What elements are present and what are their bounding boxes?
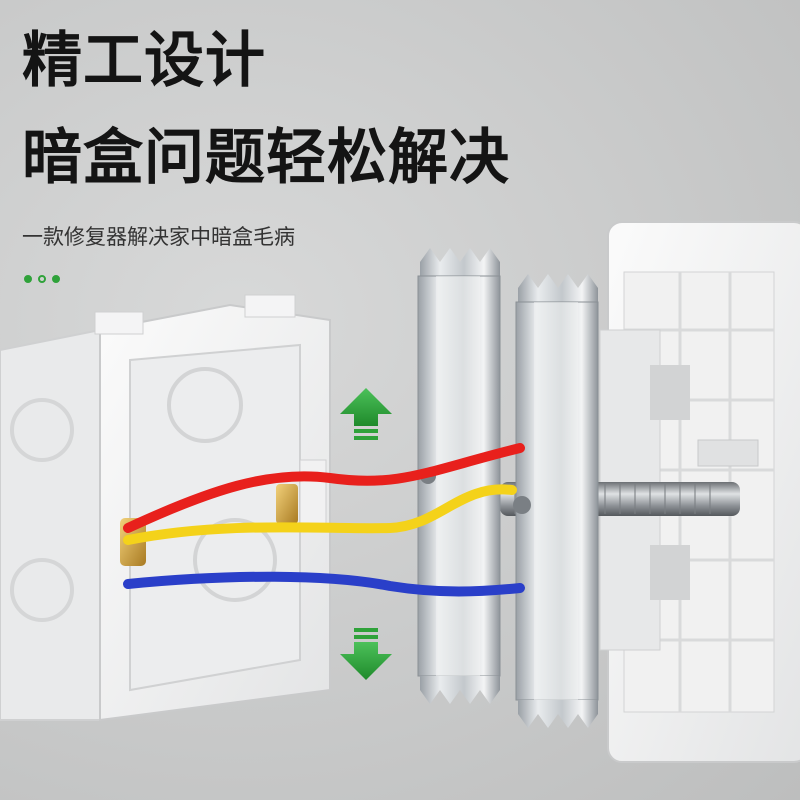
wire-red bbox=[123, 443, 525, 533]
arrow-up-icon bbox=[340, 388, 392, 440]
arrow-down-icon bbox=[340, 628, 392, 680]
repair-strip-front bbox=[417, 248, 501, 704]
wire-yellow bbox=[123, 484, 517, 545]
repair-strip-back bbox=[513, 274, 599, 728]
indicator-dot bbox=[38, 275, 46, 283]
wire-blue bbox=[123, 571, 525, 597]
headline-line-1: 精工设计 bbox=[22, 26, 266, 96]
junction-box bbox=[0, 294, 331, 722]
indicator-dot bbox=[52, 275, 60, 283]
dot-indicator bbox=[24, 268, 66, 283]
headline-line-2: 暗盒问题轻松解决 bbox=[22, 123, 510, 193]
indicator-dot bbox=[24, 275, 32, 283]
subtitle: 一款修复器解决家中暗盒毛病 bbox=[22, 225, 295, 249]
wires bbox=[123, 443, 525, 597]
